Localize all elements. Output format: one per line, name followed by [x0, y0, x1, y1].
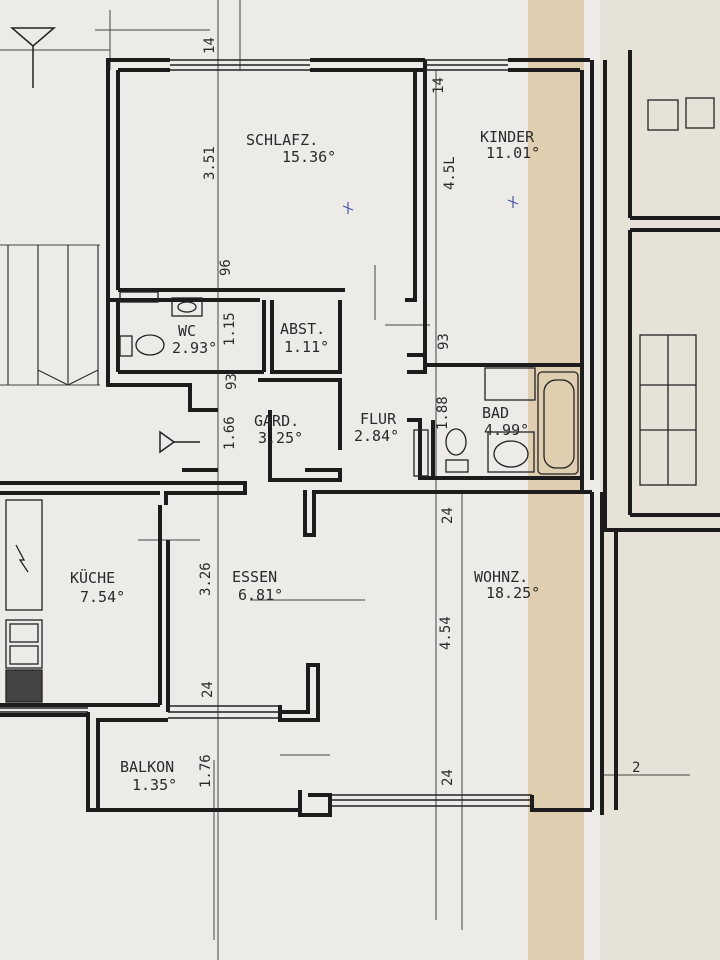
- room-name-balkon: BALKON: [120, 758, 174, 776]
- room-area-kinder: 11.01°: [486, 144, 540, 162]
- room-name-wc: WC: [178, 322, 196, 340]
- windows: [0, 59, 532, 807]
- room-area-schlafz: 15.36°: [282, 148, 336, 166]
- construction-lines: [0, 0, 690, 960]
- washbasin-icon: [487, 431, 535, 473]
- bathtub-icon: [537, 371, 579, 475]
- room-area-balkon: 1.35°: [132, 776, 177, 794]
- dim-24a: 24: [440, 507, 456, 524]
- north-arrow-icon: [9, 27, 57, 88]
- dim-93: 93: [436, 333, 452, 350]
- dim-top-right: 14: [431, 77, 447, 94]
- dim-wc: 1.15: [222, 312, 238, 346]
- room-area-wohnz: 18.25°: [486, 584, 540, 602]
- tape-strip-right: [600, 0, 720, 960]
- room-name-wohnz: WOHNZ.: [474, 568, 528, 586]
- walls: [0, 50, 720, 817]
- dim-flur: 1.88: [435, 396, 451, 430]
- dim-essen: 3.26: [198, 562, 214, 596]
- dim-93b: 93: [224, 373, 240, 390]
- dim-96: 96: [218, 259, 234, 276]
- room-name-bad: BAD: [482, 404, 509, 422]
- room-area-abst: 1.11°: [284, 338, 329, 356]
- dimension-labels: 14 14 3.51 4.5L 96 1.15 93 93 1.66 1.88 …: [198, 37, 640, 788]
- room-area-essen: 6.81°: [238, 586, 283, 604]
- room-name-flur: FLUR: [360, 410, 397, 428]
- dim-gard: 1.66: [222, 416, 238, 450]
- dim-2: 2: [632, 760, 640, 776]
- dim-kinder: 4.5L: [442, 156, 458, 190]
- dim-24b: 24: [200, 681, 216, 698]
- room-area-gard: 3.25°: [258, 429, 303, 447]
- room-name-abst: ABST.: [280, 320, 325, 338]
- stairs: [7, 245, 99, 386]
- room-area-bad: 4.99°: [484, 421, 529, 439]
- kitchen-sink-icon: [5, 619, 43, 669]
- room-labels: SCHLAFZ. 15.36° KINDER 11.01° WC 2.93° A…: [70, 128, 540, 794]
- pen-marks: [342, 196, 519, 214]
- room-name-kueche: KÜCHE: [70, 568, 115, 587]
- dim-schlafz: 3.51: [202, 146, 218, 180]
- room-name-schlafz: SCHLAFZ.: [246, 131, 318, 149]
- toilet-icon: [445, 428, 467, 456]
- room-area-flur: 2.84°: [354, 427, 399, 445]
- room-area-wc: 2.93°: [172, 339, 217, 357]
- dim-balkon: 1.76: [198, 754, 214, 788]
- dim-wohnz: 4.54: [438, 616, 454, 650]
- dim-24c: 24: [440, 769, 456, 786]
- fixtures: [5, 97, 715, 703]
- level-marker-icon: [159, 430, 200, 454]
- room-name-essen: ESSEN: [232, 568, 277, 586]
- room-area-kueche: 7.54°: [80, 588, 125, 606]
- room-name-gard: GARD.: [254, 412, 299, 430]
- wc-toilet-icon: [135, 334, 165, 356]
- wc-basin-icon: [171, 297, 203, 317]
- dim-top-left: 14: [202, 37, 218, 54]
- room-name-kinder: KINDER: [480, 128, 535, 146]
